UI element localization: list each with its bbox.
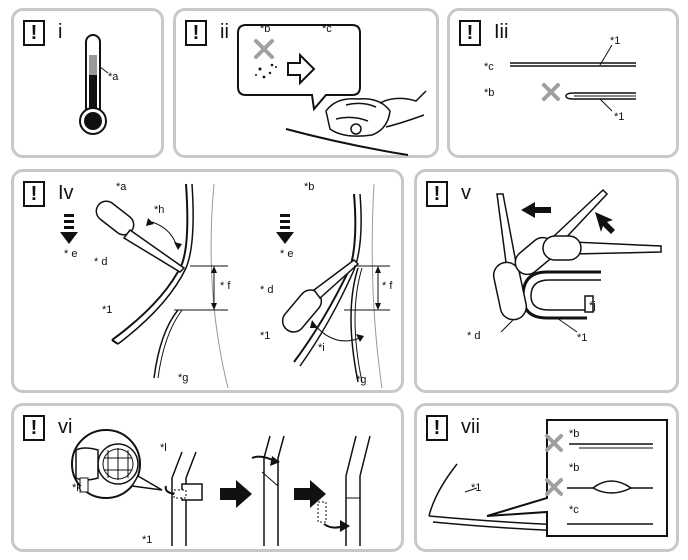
label-g-right: *g [356, 374, 367, 386]
label-e-left: * e [64, 248, 78, 260]
step-number: Iv [58, 182, 74, 204]
tool-d [492, 188, 662, 321]
step-number: v [461, 182, 471, 204]
panel-iv: ! Iv [11, 169, 404, 393]
arrow-icon [60, 214, 78, 244]
arrow-icon [276, 214, 294, 244]
label-1-left: *1 [102, 304, 113, 316]
warning-icon: ! [23, 415, 45, 441]
label-h: *h [154, 204, 165, 216]
panel-iii: ! Iii *c *b *1 *1 [447, 8, 679, 158]
label-1-bottom: *1 [614, 111, 625, 123]
label-b-top: *b [569, 428, 580, 440]
label-b: *b [260, 23, 271, 35]
label-f-left: * f [220, 280, 231, 292]
label-c: *c [322, 23, 332, 35]
tool-d-left [95, 200, 186, 273]
panel-i: ! i *a [11, 8, 164, 158]
label-j: *j [589, 300, 596, 312]
label-c: *c [484, 61, 494, 73]
cross-icon [254, 39, 274, 59]
step-number: ii [220, 21, 229, 43]
label-1: *1 [142, 534, 153, 546]
arrow-icon [220, 480, 252, 508]
label-l: *l [160, 442, 167, 454]
warning-icon: ! [23, 20, 45, 46]
label-a: *a [116, 181, 127, 193]
inspection-illustration [428, 419, 668, 537]
label-f-right: * f [382, 280, 393, 292]
tool-d-right [281, 259, 360, 333]
warning-icon: ! [459, 20, 481, 46]
warning-icon: ! [426, 181, 448, 207]
step-number: vii [461, 416, 480, 438]
panel-vii: ! vii *b *b *c *1 [414, 403, 679, 552]
tool-angle-illustration [60, 183, 390, 389]
step-number: Iii [494, 21, 509, 43]
warning-icon: ! [185, 20, 207, 46]
label-1-top: *1 [610, 35, 621, 47]
arrow-icon [521, 202, 615, 234]
cross-icon [545, 434, 563, 496]
label-b: *b [484, 87, 495, 99]
cleaning-illustration [237, 24, 427, 156]
label-d: * d [467, 330, 481, 342]
warning-icon: ! [426, 415, 448, 441]
label-d-right: * d [260, 284, 274, 296]
label-1: *1 [577, 332, 588, 344]
cloth-hand-icon [325, 90, 427, 137]
label-b: *b [304, 181, 315, 193]
warning-icon: ! [23, 181, 45, 207]
label-i: *i [318, 342, 325, 354]
label-1-right: *1 [260, 330, 271, 342]
panel-ii: ! ii *b *c [173, 8, 439, 158]
label-a: *a [108, 71, 119, 83]
step-number: i [58, 21, 63, 43]
arrow-icon [294, 480, 326, 508]
label-g-left: *g [178, 372, 189, 384]
label-1: *1 [471, 482, 482, 494]
label-b-mid: *b [569, 462, 580, 474]
arrow-icon [287, 52, 316, 86]
molding-illustration [510, 44, 636, 112]
label-d-left: * d [94, 256, 108, 268]
label-c: *c [569, 504, 579, 516]
heat-apply-illustration [71, 429, 371, 546]
panel-v: ! v *j * d *1 [414, 169, 679, 393]
label-e-right: * e [280, 248, 294, 260]
label-k: *k [72, 482, 82, 494]
step-number: vi [58, 416, 73, 438]
panel-vi: ! vi *l *k *1 [11, 403, 404, 552]
thermometer-icon [79, 34, 109, 135]
peel-illustration [492, 188, 662, 333]
cross-icon [542, 83, 560, 101]
